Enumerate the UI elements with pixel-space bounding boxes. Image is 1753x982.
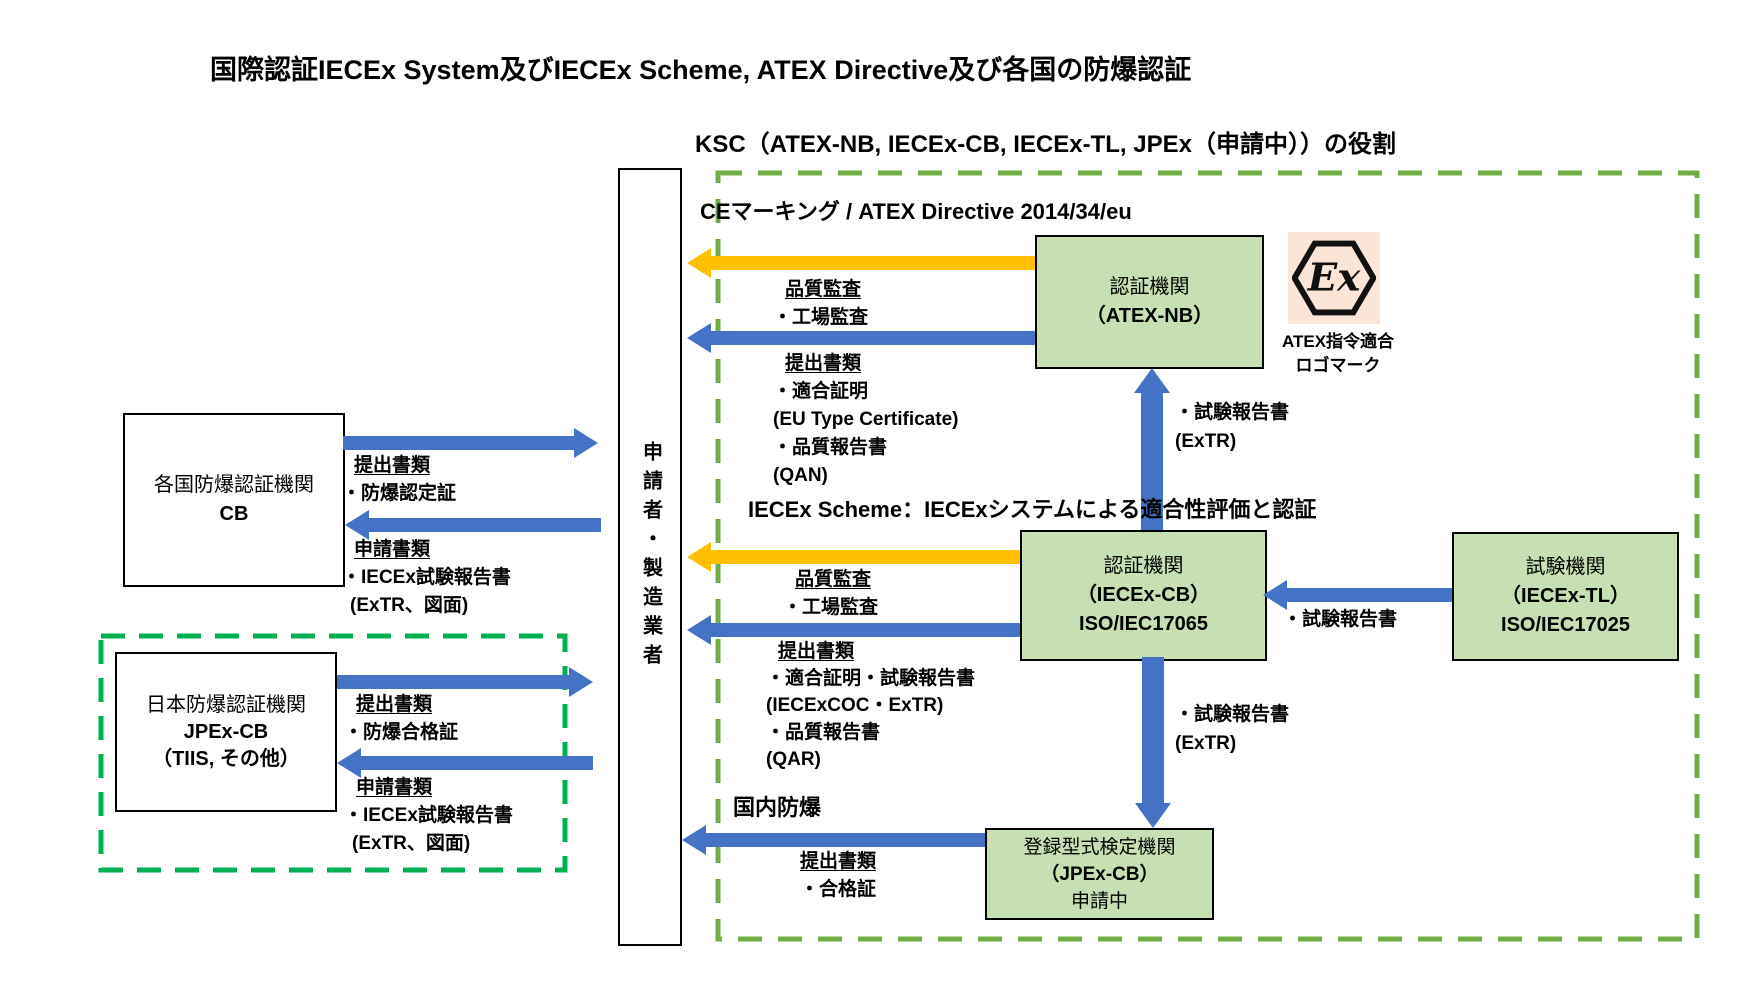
foreign-cb-line1: 各国防爆認証機関 [154,474,314,496]
ce-extr-line2: (ExTR) [1175,431,1237,452]
foreign-apply-label: 申請書類 ・IECEx試験報告書 (ExTR、図面) [342,536,511,620]
iecexcb-to-atexnb-arrow [1141,368,1163,530]
iecex-submit-item: (QAR) [766,749,821,770]
iecex-cb-line2: （IECEx-CB） [1076,584,1211,606]
japan-apply-item: ・IECEx試験報告書 [344,805,513,826]
japan-apply-title: 申請書類 [356,777,433,798]
domestic-submit-item: ・合格証 [800,879,877,900]
ex-logo-caption-line2: ロゴマーク [1295,356,1381,375]
ex-logo-caption: ATEX指令適合 ロゴマーク [1258,330,1418,378]
jpex-inspection-line3: 申請中 [1070,890,1128,912]
iecex-tl-box: 試験機関 （IECEx-TL） ISO/IEC17025 [1452,532,1679,661]
japan-apply-arrow [337,756,593,770]
iecex-quality-audit-arrow [687,550,1020,564]
foreign-submit-arrow [343,436,598,450]
iecex-submit-label: 提出書類 ・適合証明・試験報告書 (IECExCOC・ExTR) ・品質報告書 … [766,638,975,773]
iecex-cb-line1: 認証機関 [1103,555,1184,577]
ce-submit-item: ・品質報告書 [773,437,888,458]
iecex-tl-line3: ISO/IEC17025 [1501,614,1630,636]
japan-submit-label: 提出書類 ・防爆合格証 [344,691,458,747]
ce-audit-title: 品質監査 [785,279,862,300]
japan-submit-item: ・防爆合格証 [344,722,459,743]
japan-cb-line1: 日本防爆認証機関 [146,693,306,716]
iecexcb-to-jpexcb-arrow [1142,657,1164,828]
ex-logo-caption-line1: ATEX指令適合 [1281,332,1395,351]
ce-submit-docs-arrow [687,331,1035,345]
iecex-submit-item: ・品質報告書 [766,722,881,743]
iecex-tl-line2: （IECEx-TL） [1501,585,1630,607]
iecex-audit-label: 品質監査 ・工場監査 [783,566,878,622]
iecex-submit-item: ・適合証明・試験報告書 [766,668,976,689]
iecex-tl-line1: 試験機関 [1525,556,1606,578]
domestic-heading: 国内防爆 [733,795,822,820]
applicant-label: 申請者・製造業者 [639,441,662,673]
japan-cb-line2: JPEx-CB [183,720,269,743]
iecex-extr-line2: (ExTR) [1175,733,1237,754]
iecex-cb-box: 認証機関 （IECEx-CB） ISO/IEC17065 [1020,530,1267,661]
foreign-apply-arrow [345,518,601,532]
domestic-submit-label: 提出書類 ・合格証 [788,848,876,904]
foreign-submit-label: 提出書類 ・防爆認定証 [342,452,456,508]
ex-hexagon-icon: Ex [1292,240,1376,316]
ce-submit-item: (QAN) [773,465,828,486]
japan-submit-arrow [337,675,593,689]
atex-ex-logo: Ex [1288,232,1380,324]
ce-extr-line1: ・試験報告書 [1175,402,1290,423]
iecex-audit-title: 品質監査 [795,569,872,590]
applicant-box: 申請者・製造業者 [618,168,682,946]
ce-submit-label: 提出書類 ・適合証明 (EU Type Certificate) ・品質報告書 … [773,350,958,490]
foreign-cb-line2: CB [219,503,249,525]
iecex-section-heading: IECEx Scheme：IECExシステムによる適合性評価と認証 [748,497,1317,522]
japan-submit-title: 提出書類 [356,694,433,715]
ce-quality-audit-arrow [687,256,1035,270]
foreign-cb-box: 各国防爆認証機関 CB [123,413,345,587]
japan-apply-label: 申請書類 ・IECEx試験報告書 (ExTR、図面) [344,774,513,858]
ce-section-heading: CEマーキング / ATEX Directive 2014/34/eu [700,199,1132,224]
ce-submit-item: ・適合証明 [773,381,869,402]
japan-cb-line3: （TIIS, その他） [152,747,300,770]
ksc-dashed-border [715,170,1700,942]
tl-report-label: ・試験報告書 [1283,609,1398,630]
foreign-apply-title: 申請書類 [354,539,431,560]
japan-dashed-border [98,633,568,873]
ce-submit-title: 提出書類 [785,353,862,374]
ce-submit-item: (EU Type Certificate) [773,409,959,430]
iecex-submit-item: (IECExCOC・ExTR) [766,695,944,716]
iecex-cb-line3: ISO/IEC17065 [1079,613,1208,635]
domestic-submit-title: 提出書類 [800,851,877,872]
japan-apply-item: (ExTR、図面) [352,833,471,854]
domestic-submit-arrow [682,833,985,847]
iecex-extr-line1: ・試験報告書 [1175,704,1290,725]
ce-audit-label: 品質監査 ・工場監査 [773,276,868,332]
japan-cb-box: 日本防爆認証機関 JPEx-CB （TIIS, その他） [115,652,337,812]
jpex-inspection-line1: 登録型式検定機関 [1023,836,1176,858]
ksc-role-heading: KSC（ATEX-NB, IECEx-CB, IECEx-TL, JPEx（申請… [695,131,1396,158]
atex-nb-line2: （ATEX-NB） [1085,305,1214,327]
iecex-audit-item: ・工場監査 [783,597,879,618]
iecex-submit-docs-arrow [687,623,1020,637]
tl-to-cb-arrow [1263,588,1452,602]
foreign-submit-item: ・防爆認定証 [342,483,457,504]
foreign-apply-item: ・IECEx試験報告書 [342,567,511,588]
jpex-inspection-line2: （JPEx-CB） [1040,863,1159,885]
jpex-inspection-box: 登録型式検定機関 （JPEx-CB） 申請中 [985,828,1214,920]
foreign-submit-title: 提出書類 [354,455,431,476]
ce-audit-item: ・工場監査 [773,307,869,328]
iecex-extr-label: ・試験報告書 (ExTR) [1175,700,1289,758]
iecex-submit-title: 提出書類 [778,641,855,662]
diagram-title: 国際認証IECEx System及びIECEx Scheme, ATEX Dir… [210,55,1192,85]
foreign-apply-item: (ExTR、図面) [350,595,469,616]
ce-extr-label: ・試験報告書 (ExTR) [1175,398,1289,456]
svg-text:Ex: Ex [1307,256,1361,301]
atex-nb-line1: 認証機関 [1109,276,1190,298]
atex-nb-box: 認証機関 （ATEX-NB） [1035,235,1264,369]
